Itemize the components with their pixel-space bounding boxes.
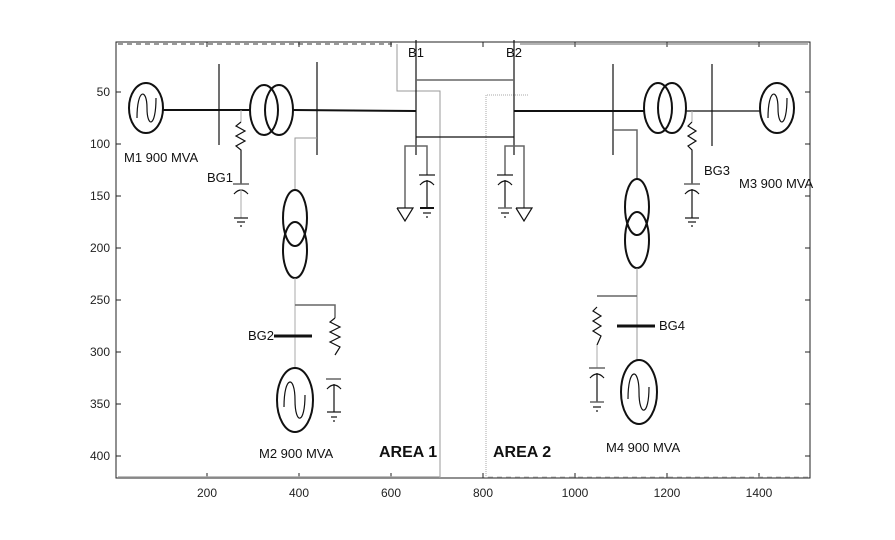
m2-label: M2 900 MVA (259, 446, 334, 461)
area-1-label: AREA 1 (379, 444, 437, 461)
grounding-bg3 (684, 111, 700, 227)
x-tick-label: 200 (197, 486, 217, 500)
y-tick-label: 100 (90, 137, 110, 151)
bus-b2-label: B2 (506, 45, 522, 60)
x-tick-label: 1200 (654, 486, 681, 500)
transformer-t2[interactable] (282, 189, 308, 279)
y-tick-label: 250 (90, 293, 110, 307)
x-tick-label: 800 (473, 486, 493, 500)
grounding-bg1 (233, 110, 249, 227)
m3-label: M3 900 MVA (739, 176, 814, 191)
m4-label: M4 900 MVA (606, 440, 681, 455)
generator-m4[interactable] (620, 359, 658, 425)
bg3-label: BG3 (704, 163, 730, 178)
capacitor-bg2 (326, 378, 342, 422)
line-to-bg2-ground (295, 304, 336, 318)
y-tick-label: 400 (90, 449, 110, 463)
resistor-bg4 (591, 306, 603, 346)
y-tick-label: 200 (90, 241, 110, 255)
x-tick-label: 1400 (746, 486, 773, 500)
transformer-t1[interactable] (249, 84, 294, 136)
y-tick-label: 150 (90, 189, 110, 203)
x-axis: 200 400 600 800 1000 1200 1400 (197, 42, 773, 500)
load-b1 (396, 145, 435, 223)
y-axis: 50 100 150 200 250 300 350 400 (90, 85, 810, 463)
generator-m1[interactable] (128, 82, 164, 134)
x-tick-label: 1000 (562, 486, 589, 500)
x-tick-label: 400 (289, 486, 309, 500)
m1-label: M1 900 MVA (124, 150, 199, 165)
transformer-t4[interactable] (624, 178, 650, 269)
bg4-label: BG4 (659, 318, 685, 333)
bg1-label: BG1 (207, 170, 233, 185)
resistor-bg2 (328, 317, 342, 356)
bus-b1-label: B1 (408, 45, 424, 60)
bg2-label: BG2 (248, 328, 274, 343)
line-t1-b1 (292, 109, 417, 112)
y-tick-label: 50 (97, 85, 111, 99)
transformer-t3[interactable] (643, 82, 687, 134)
generator-m2[interactable] (276, 367, 314, 433)
area-2-label: AREA 2 (493, 444, 551, 461)
axes-box (115, 41, 811, 479)
generator-m3[interactable] (759, 82, 795, 134)
load-b2 (497, 145, 534, 223)
x-tick-label: 600 (381, 486, 401, 500)
capacitor-bg4 (589, 345, 605, 412)
area-1-boundary (118, 43, 441, 478)
y-tick-label: 300 (90, 345, 110, 359)
y-tick-label: 350 (90, 397, 110, 411)
line-to-t4 (613, 129, 638, 180)
line-to-t2 (294, 137, 317, 190)
